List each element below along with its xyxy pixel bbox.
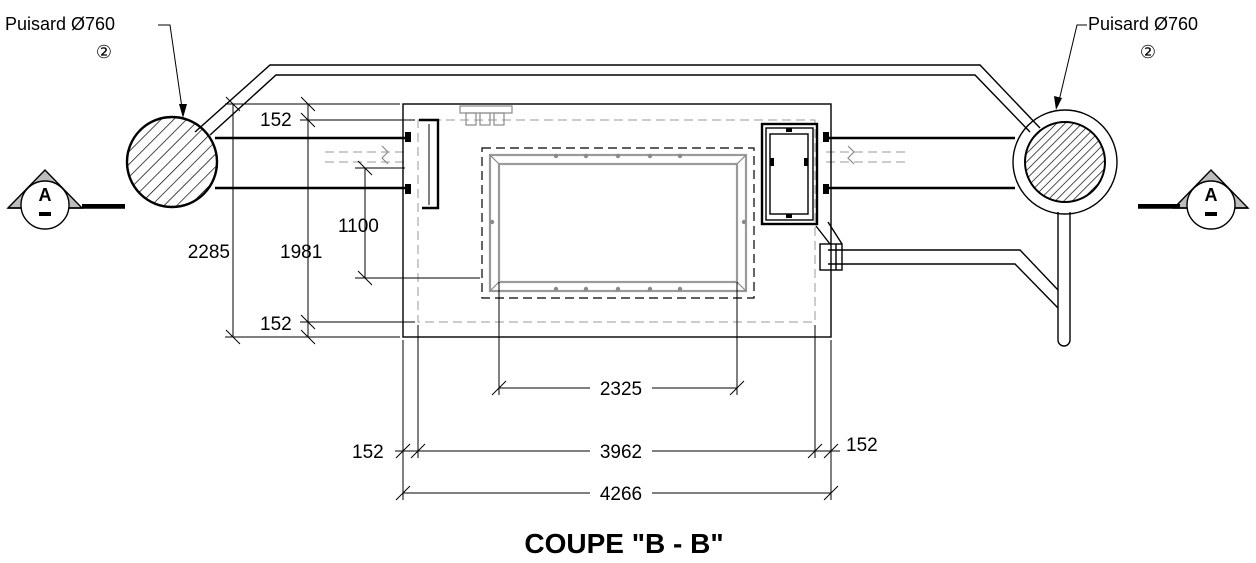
left-sump-label: Puisard Ø760 [5,14,115,34]
horizontal-dimensions: 2325 3962 152 152 4266 [352,282,878,505]
left-sump [125,115,219,209]
dim-inner-width: 3962 [600,442,642,463]
overhead-pipe-route [194,64,1041,136]
left-sump-number: ② [96,42,112,62]
dim-inner-height: 1981 [280,242,322,263]
section-marker-left: A [6,168,125,230]
dim-grate-width: 2325 [600,379,642,400]
right-sump [1012,109,1118,347]
right-sump-callout: Puisard Ø760 ② [1054,14,1198,110]
outlet-pipe [815,221,1059,309]
inlet-pipes [215,132,1015,194]
grate [481,147,755,299]
control-box [760,122,819,226]
vent-cap [459,105,513,126]
section-letter-left: A [39,185,52,205]
vertical-dimensions: 2285 1981 152 152 1100 [188,96,480,345]
section-marker-right: A [1138,168,1250,230]
left-sump-callout: Puisard Ø760 ② [5,14,187,118]
dim-left-wall: 152 [352,442,384,463]
dim-right-wall: 152 [846,435,878,456]
drawing-title: COUPE "B - B" [524,528,723,559]
chamber [402,103,832,338]
dim-pipe-height: 1100 [338,216,379,237]
grate-bolts [489,153,747,292]
dim-bottom-wall: 152 [260,314,292,335]
dim-top-wall: 152 [260,110,292,131]
right-sump-label: Puisard Ø760 [1088,14,1198,34]
section-letter-right: A [1205,185,1218,205]
dim-total-width: 4266 [600,484,642,505]
dim-total-height: 2285 [188,242,230,263]
right-sump-number: ② [1140,42,1156,62]
